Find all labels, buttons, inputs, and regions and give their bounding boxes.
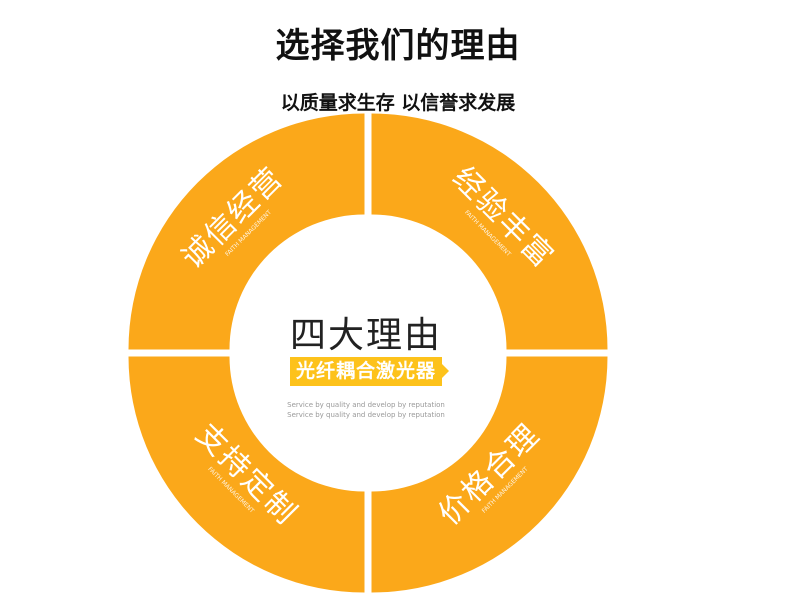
ring-segment-bottom-left <box>128 356 365 593</box>
page-subtitle: 以质量求生存 以信誉求发展 <box>280 92 516 114</box>
center-product-tag: 光纤耦合激光器 <box>290 357 449 386</box>
ring-segments <box>128 113 608 593</box>
page-title: 选择我们的理由 <box>275 26 521 66</box>
ring-segment-top-left <box>128 113 365 350</box>
ring-segment-bottom-right <box>371 356 608 593</box>
ring-segment-top-right <box>371 113 608 350</box>
center-slogan-line-2: Service by quality and develop by reputa… <box>287 411 445 419</box>
center-title: 四大理由 <box>289 315 442 356</box>
center-slogan-line-1: Service by quality and develop by reputa… <box>287 401 445 409</box>
